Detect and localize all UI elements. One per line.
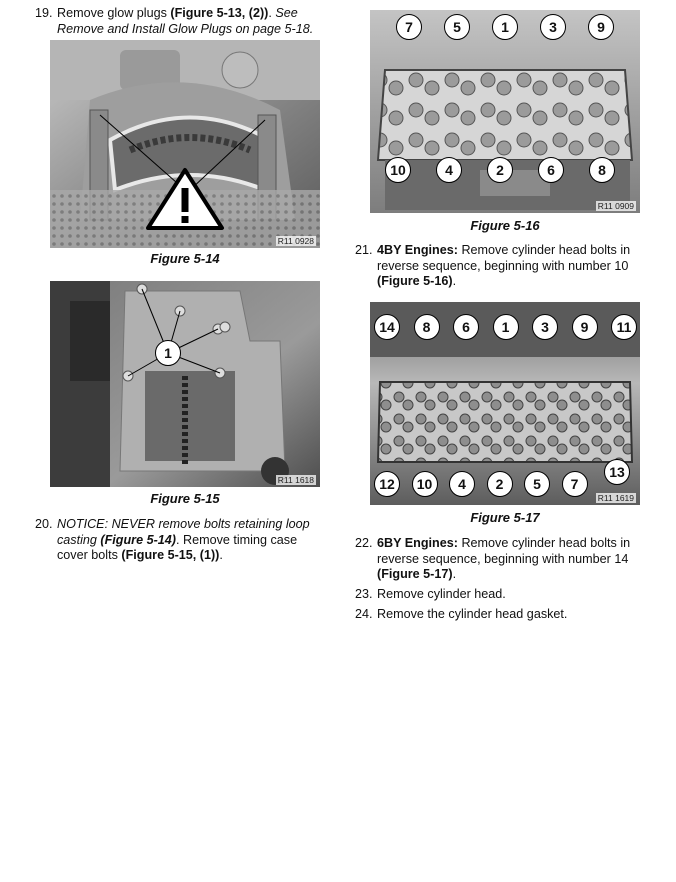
figure-5-17-caption: Figure 5-17 [470,510,540,525]
step-19: 19. Remove glow plugs (Figure 5-13, (2))… [35,6,335,38]
callout-6: 6 [453,314,479,340]
step-23: 23. Remove cylinder head. [355,587,655,603]
callout-13: 13 [604,459,630,485]
figure-reference: (Figure 5-15, (1)) [121,548,220,562]
step-22: 22. 6BY Engines: Remove cylinder head bo… [355,536,655,584]
callout-5: 5 [524,471,550,497]
callout-10: 10 [411,471,438,497]
step-text: Remove cylinder head bolts in [457,536,631,550]
callout-7: 7 [561,471,588,497]
step-text: reverse sequence, beginning with number … [377,258,629,273]
step-text: Remove cylinder head. [377,587,506,601]
figure-5-15-photo: 1 R11 1618 [50,281,320,487]
step-text: . [452,567,457,581]
step-24: 24. Remove the cylinder head gasket. [355,607,655,623]
figure-reference: (Figure 5-14) [100,532,176,547]
step-number: 24. [355,607,373,621]
callout-8: 8 [413,314,440,340]
figure-reference-code: R11 0909 [595,201,636,211]
step-text: . [219,548,223,562]
callout-2: 2 [487,157,513,183]
step-number: 21. [355,243,373,257]
step-text: . Remove timing case [175,532,298,547]
cross-reference: Remove and Install Glow Plugs on page 5-… [57,21,314,36]
step-text: Remove glow plugs [57,6,171,20]
callout-1: 1 [492,314,519,340]
step-number: 23. [355,587,373,601]
engine-label: 4BY Engines: [377,243,458,257]
step-text: cover bolts [57,548,122,562]
callout-14: 14 [374,314,400,340]
step-number: 20. [35,517,53,531]
callout-12: 12 [374,471,400,497]
callout-3: 3 [532,314,558,340]
callout-4: 4 [449,471,475,497]
step-text: . [268,6,276,20]
step-21: 21. 4BY Engines: Remove cylinder head bo… [355,243,655,291]
step-20: 20. NOTICE: NEVER remove bolts retaining… [35,517,335,565]
figure-5-14-photo: R11 0928 [50,40,320,248]
callout-9: 9 [571,314,598,340]
callout-11: 11 [611,314,637,340]
figure-5-15-caption: Figure 5-15 [150,491,220,506]
step-text: Remove cylinder head bolts in [457,243,631,257]
figure-reference-code: R11 0928 [275,236,316,246]
engine-label: 6BY Engines: [377,536,458,550]
callout-4: 4 [436,157,462,183]
step-number: 19. [35,6,53,20]
callout-2: 2 [486,471,513,497]
callout-9: 9 [588,14,614,40]
step-text: reverse sequence, beginning with number … [377,551,629,566]
callout-5: 5 [444,14,470,40]
figure-reference: (Figure 5-17) [377,567,453,581]
figure-reference: (Figure 5-13, (2)) [170,6,269,20]
callout-7: 7 [396,14,422,40]
callout-1: 1 [492,14,518,40]
figure-reference-code: R11 1618 [275,475,316,485]
step-text: . [452,274,457,288]
callout-6: 6 [538,157,564,183]
notice-text: NOTICE: NEVER remove bolts retaining loo… [57,517,310,531]
step-number: 22. [355,536,373,550]
callout-10: 10 [385,157,411,183]
callout-8: 8 [589,157,615,183]
callout-3: 3 [540,14,566,40]
cross-reference: See [275,6,298,20]
figure-5-16-caption: Figure 5-16 [470,218,540,233]
callout-1: 1 [155,340,181,366]
step-text: Remove the cylinder head gasket. [377,607,568,621]
figure-reference-code: R11 1619 [595,493,636,503]
notice-text: casting [57,532,101,547]
figure-5-14-caption: Figure 5-14 [150,251,220,266]
figure-reference: (Figure 5-16) [377,274,453,288]
